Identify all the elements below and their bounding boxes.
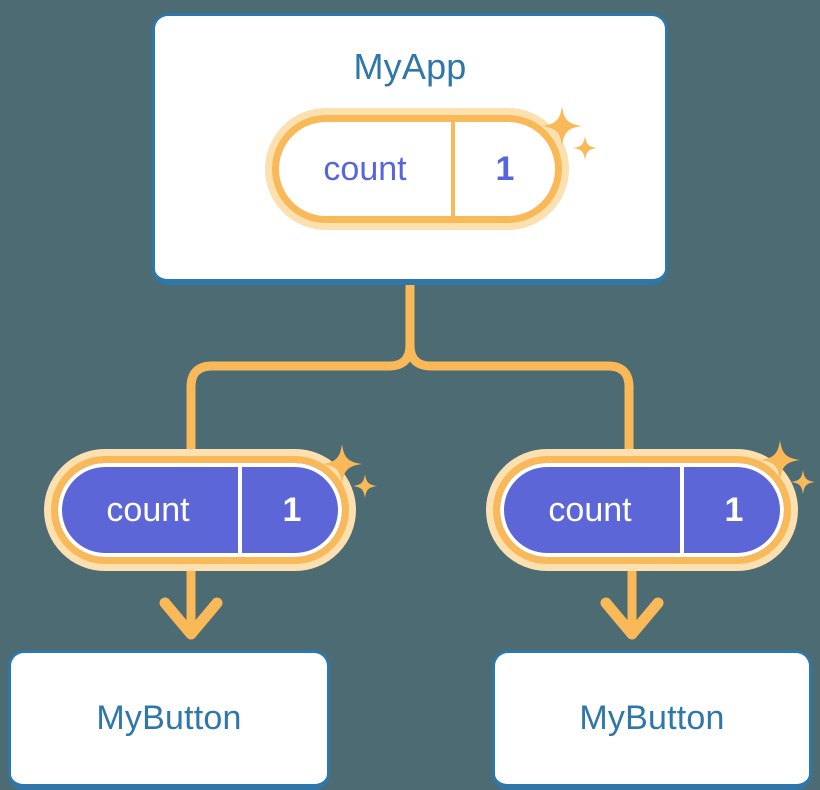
connector-branch-right: [405, 281, 634, 454]
state-pill-body: count 1: [272, 115, 562, 223]
component-label: MyButton: [579, 699, 725, 737]
state-pill-ring: count 1: [265, 108, 569, 230]
connector-branch-left: [186, 281, 415, 454]
component-label: MyButton: [96, 699, 242, 737]
state-pill-body: count 1: [51, 456, 349, 564]
state-pill-ring: count 1: [486, 449, 798, 571]
state-value: 1: [451, 122, 555, 216]
state-pill-body: count 1: [493, 456, 791, 564]
arrow-head-left: [159, 597, 223, 640]
state-pill-root[interactable]: count 1: [265, 108, 569, 230]
state-key: count: [548, 490, 632, 529]
state-pill-child-left[interactable]: count 1: [44, 449, 356, 571]
arrow-head-right: [600, 597, 664, 640]
component-card-mybutton-left[interactable]: MyButton: [8, 650, 330, 790]
page-title: MyApp: [353, 46, 467, 87]
state-pill-child-right[interactable]: count 1: [486, 449, 798, 571]
state-key: count: [106, 490, 190, 529]
state-pill-ring: count 1: [44, 449, 356, 571]
state-value: 1: [238, 463, 342, 557]
state-value: 1: [680, 463, 784, 557]
state-key: count: [323, 149, 407, 188]
component-card-mybutton-right[interactable]: MyButton: [492, 650, 812, 790]
diagram-canvas: MyApp count 1 count 1 MyButton: [8, 13, 815, 790]
